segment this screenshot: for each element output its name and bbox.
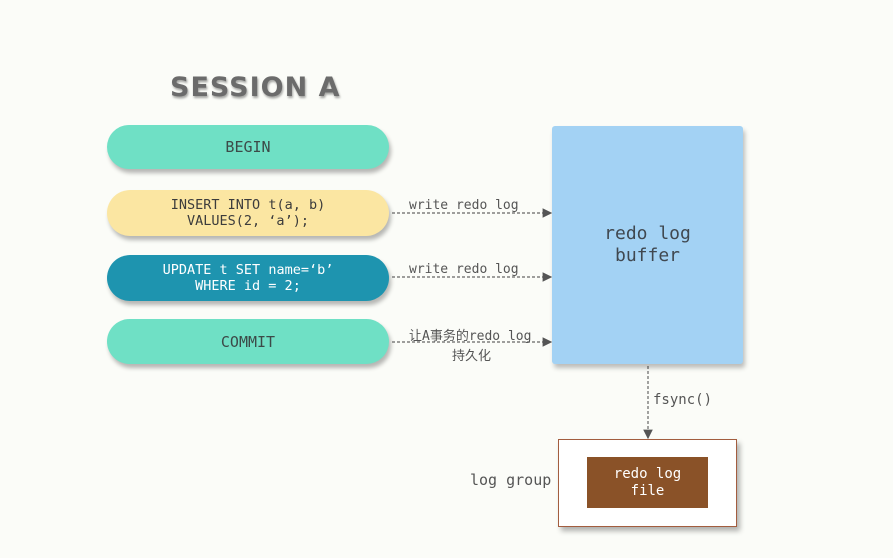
- log-file-line2: file: [630, 482, 665, 499]
- log-file-line1: redo log: [613, 465, 682, 482]
- insert-arrow-label: write redo log: [409, 198, 519, 213]
- update-arrow-label: write redo log: [409, 262, 519, 277]
- buffer-line2: buffer: [614, 245, 681, 266]
- commit-label: COMMIT: [220, 332, 276, 351]
- commit-arrow-label-line1: 让A事务的redo log: [409, 329, 532, 344]
- begin-label: BEGIN: [225, 138, 271, 156]
- insert-line2: VALUES(2, ‘a’);: [187, 213, 309, 229]
- fsync-label: fsync(): [653, 392, 713, 408]
- session-title: SESSION A: [170, 72, 341, 103]
- redo-log-buffer: redo log buffer: [552, 126, 743, 364]
- redo-log-file: redo log file: [587, 457, 708, 508]
- commit-arrow-label-line2: 持久化: [452, 349, 492, 364]
- update-step: UPDATE t SET name=‘b’ WHERE id = 2;: [107, 255, 389, 301]
- commit-step: COMMIT: [107, 319, 389, 364]
- update-line1: UPDATE t SET name=‘b’: [162, 262, 334, 278]
- buffer-line1: redo log: [604, 223, 691, 244]
- insert-step: INSERT INTO t(a, b) VALUES(2, ‘a’);: [107, 190, 389, 236]
- insert-line1: INSERT INTO t(a, b): [170, 197, 326, 213]
- log-group-label: log group: [470, 471, 552, 489]
- begin-step: BEGIN: [107, 125, 389, 169]
- update-line2: WHERE id = 2;: [195, 278, 301, 294]
- log-group-box: redo log file: [558, 439, 737, 527]
